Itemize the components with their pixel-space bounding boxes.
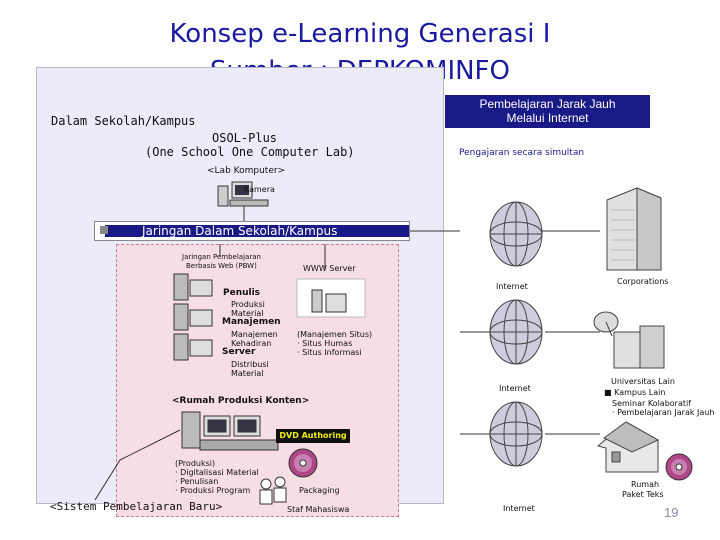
osol-title: OSOL-Plus bbox=[212, 131, 278, 145]
site-label-3: · Situs Informasi bbox=[297, 348, 362, 357]
rumah-label-2: Paket Teks bbox=[622, 490, 664, 499]
dvd-icon bbox=[288, 448, 318, 478]
www-server-label: WWW Server bbox=[303, 264, 356, 273]
dvd-icon bbox=[665, 453, 693, 481]
internet-label-2: Internet bbox=[499, 384, 531, 393]
prod-label-1: (Produksi) bbox=[175, 459, 216, 468]
site-label-2: · Situs Humas bbox=[297, 339, 353, 348]
globe-icon bbox=[489, 299, 543, 365]
simultan-label: Pengajaran secara simultan bbox=[459, 148, 585, 158]
pjj-banner-line2: Melalui Internet bbox=[506, 111, 589, 125]
produksi-label-1: Produksi bbox=[231, 300, 265, 309]
manajemen-kehadiran-1: Manajemen bbox=[231, 330, 278, 339]
pjj-banner: Pembelajaran Jarak Jauh Melalui Internet bbox=[445, 95, 650, 128]
lan-bar bbox=[94, 221, 410, 241]
globe-icon bbox=[489, 201, 543, 267]
camera-label: Kamera bbox=[244, 185, 275, 194]
produksi-label-2: Material bbox=[231, 309, 264, 318]
wbl-label-line2: Berbasis Web (PBW) bbox=[186, 262, 257, 270]
univ-label-1: Universitas Lain bbox=[611, 377, 675, 386]
dvd-authoring-label: DVD Authoring bbox=[276, 429, 350, 443]
internet-label-3: Internet bbox=[503, 504, 535, 513]
people-icon bbox=[259, 476, 287, 505]
camera-icon bbox=[217, 181, 269, 207]
prod-label-2: · Digitalisasi Material bbox=[175, 468, 259, 477]
server-label: Server bbox=[222, 347, 256, 357]
distribusi-label-2: Material bbox=[231, 369, 264, 378]
sistem-label: <Sistem Pembelajaran Baru> bbox=[50, 500, 223, 513]
pjj-banner-line1: Pembelajaran Jarak Jauh bbox=[479, 97, 616, 111]
prod-label-4: · Produksi Program bbox=[175, 486, 251, 495]
wbl-label-line1: Jaringan Pembelajaran bbox=[182, 253, 261, 261]
osol-subtitle: (One School One Computer Lab) bbox=[145, 145, 355, 159]
lan-label: Jaringan Dalam Sekolah/Kampus bbox=[142, 224, 338, 238]
manajemen-label: Manajemen bbox=[222, 317, 281, 327]
site-label-1: (Manajemen Situs) bbox=[297, 330, 373, 339]
internet-label-1: Internet bbox=[496, 282, 528, 291]
univ-label-2: ■ Kampus Lain bbox=[604, 388, 666, 397]
penulis-label: Penulis bbox=[223, 288, 261, 298]
corporations-label: Corporations bbox=[617, 277, 669, 286]
univ-label-4: · Pembelajaran Jarak Jauh bbox=[612, 408, 715, 417]
page-number: 19 bbox=[664, 505, 679, 520]
server-stack-icon bbox=[173, 273, 213, 361]
rumah-produksi-label: <Rumah Produksi Konten> bbox=[172, 396, 310, 406]
globe-icon bbox=[489, 401, 543, 467]
building-icon bbox=[606, 187, 662, 271]
campus-heading: Dalam Sekolah/Kampus bbox=[51, 114, 196, 128]
rumah-label-1: Rumah bbox=[631, 480, 660, 489]
univ-label-3: Seminar Kolaboratif bbox=[612, 399, 692, 408]
manajemen-kehadiran-2: Kehadiran bbox=[231, 339, 272, 348]
page-title: Konsep e-Learning Generasi I bbox=[169, 19, 551, 49]
lab-label: <Lab Komputer> bbox=[207, 166, 286, 176]
www-server-icon bbox=[296, 278, 366, 318]
packaging-label: Packaging bbox=[299, 486, 340, 495]
house-icon bbox=[596, 421, 660, 473]
lan-bullet-icon bbox=[100, 226, 108, 234]
satellite-dish-icon bbox=[593, 311, 665, 369]
distribusi-label-1: Distribusi bbox=[231, 360, 269, 369]
prod-label-3: · Penulisan bbox=[175, 477, 219, 486]
production-desk-icon bbox=[181, 411, 279, 451]
staf-label: Staf Mahasiswa bbox=[287, 505, 350, 514]
